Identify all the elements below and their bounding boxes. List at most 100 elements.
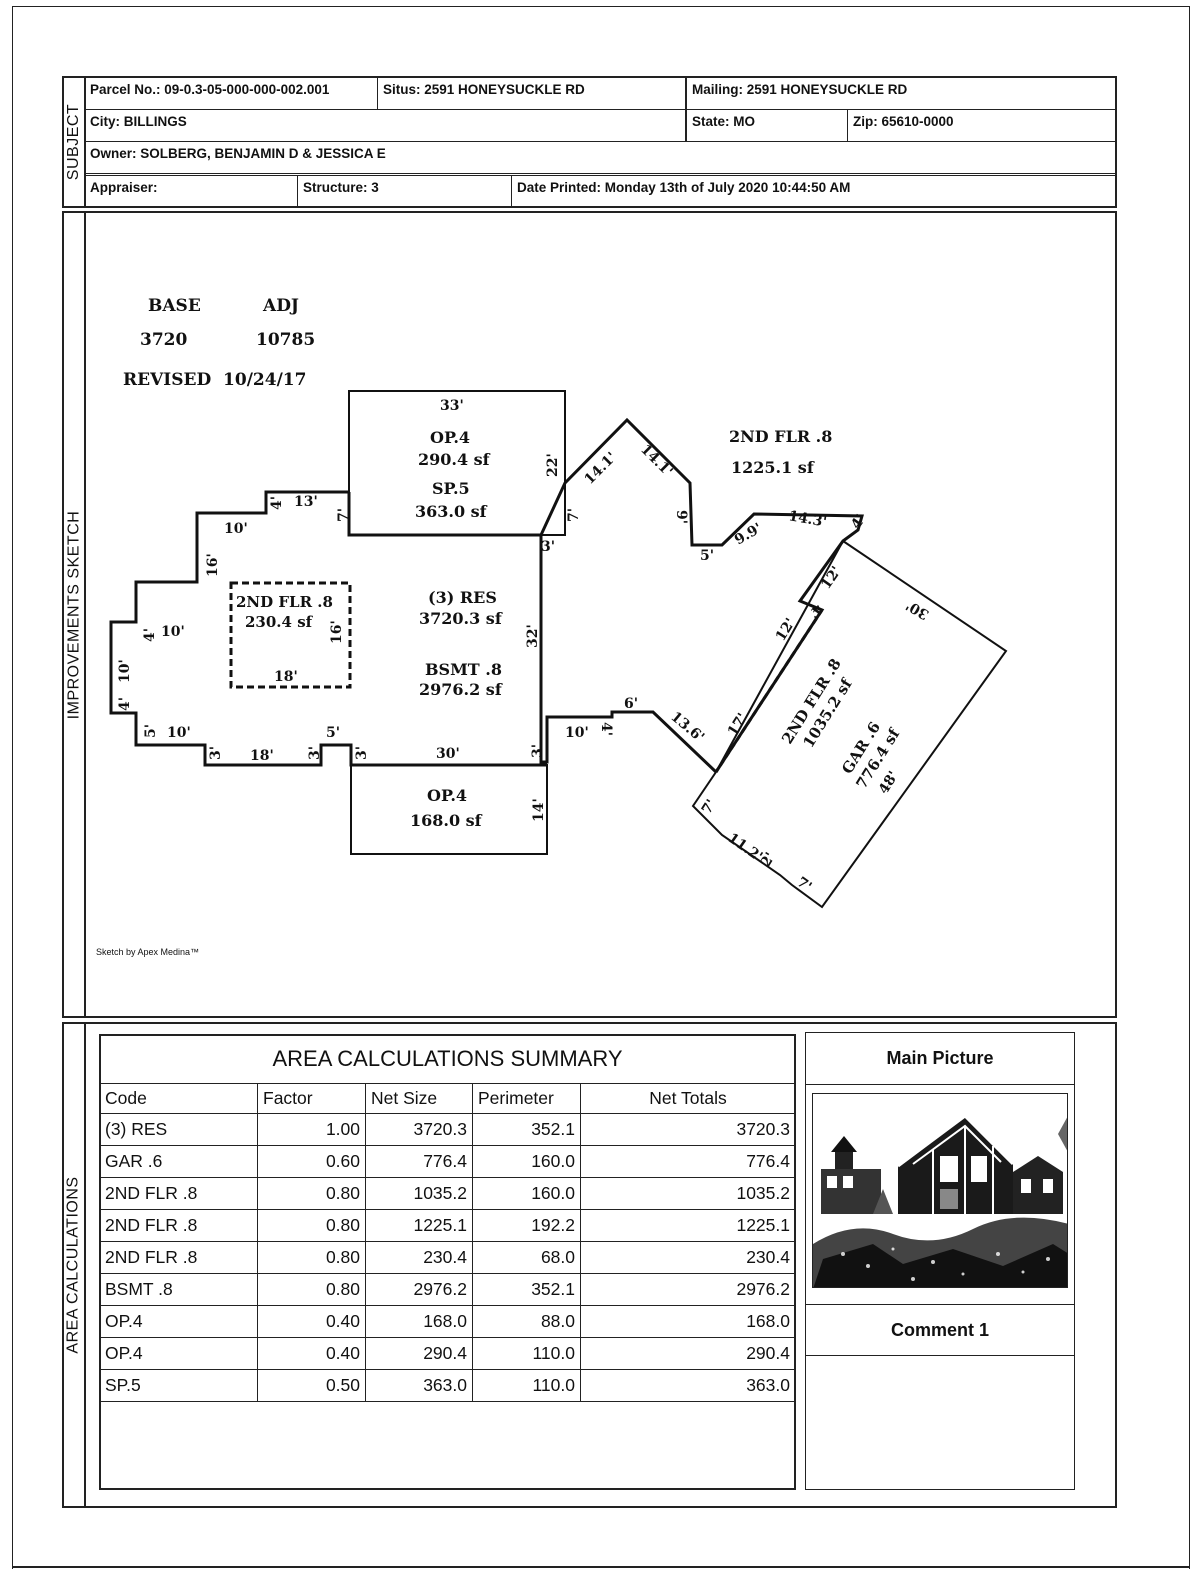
dim-label: 9.9'	[732, 520, 765, 548]
dim-label: 5'	[700, 548, 714, 564]
cell-code: OP.4	[99, 1305, 258, 1338]
main-picture-title: Main Picture	[806, 1033, 1074, 1085]
dim-label: 6'	[624, 696, 638, 712]
dim-label: 10'	[117, 659, 133, 683]
dim-label: 16'	[329, 620, 345, 644]
adj-label: ADJ	[262, 296, 299, 316]
dim-label: 3'	[307, 746, 323, 760]
sketch-section: IMPROVEMENTS SKETCH	[62, 211, 1117, 1018]
cell-factor: 0.50	[257, 1369, 366, 1402]
dim-label: 32'	[525, 624, 541, 648]
page-border	[12, 6, 1190, 1569]
area-table-title: AREA CALCULATIONS SUMMARY	[99, 1034, 796, 1084]
dim-label: 3'	[208, 746, 224, 760]
dim-label: 30'	[436, 746, 460, 762]
cell-net-total: 1035.2	[580, 1177, 796, 1210]
cell-code: 2ND FLR .8	[99, 1209, 258, 1242]
dim-label: 3'	[354, 746, 370, 760]
dim-label: 4'	[598, 722, 614, 736]
cell-net-total: 776.4	[580, 1145, 796, 1178]
dim-label: 18'	[250, 748, 274, 764]
dim-label: 13.6'	[667, 709, 707, 746]
op4-top-label: OP.4	[430, 428, 470, 447]
base-value: 3720	[140, 330, 187, 350]
main-picture-panel: Main Picture	[805, 1032, 1075, 1490]
garage-outline	[691, 539, 1008, 909]
col-header: Net Totals	[580, 1083, 796, 1114]
dim-label: 9'	[673, 510, 689, 524]
dim-label: 16'	[205, 553, 221, 577]
cell-code: (3) RES	[99, 1113, 258, 1146]
dim-label: 5'	[326, 725, 340, 741]
cell-factor: 0.80	[257, 1273, 366, 1306]
cell-net-size: 1225.1	[365, 1209, 473, 1242]
table-row: 2ND FLR .8 0.80 230.4 68.0 230.4	[99, 1241, 796, 1274]
op4-bottom-sf: 168.0 sf	[410, 811, 483, 830]
comment-label: Comment 1	[806, 1304, 1074, 1356]
cell-net-total: 168.0	[580, 1305, 796, 1338]
cell-perimeter: 110.0	[472, 1369, 581, 1402]
cell-perimeter: 68.0	[472, 1241, 581, 1274]
dim-label: 10'	[167, 725, 191, 741]
cell-factor: 1.00	[257, 1113, 366, 1146]
cell-net-size: 2976.2	[365, 1273, 473, 1306]
dim-label: 18'	[274, 669, 298, 685]
cell-factor: 0.60	[257, 1145, 366, 1178]
op-bottom-area	[350, 764, 548, 855]
page-border-bottom	[12, 1566, 1190, 1568]
res-outline-left	[109, 490, 547, 767]
dim-label: 33'	[440, 398, 464, 414]
cell-net-total: 2976.2	[580, 1273, 796, 1306]
bsmt-label: BSMT .8	[425, 660, 502, 679]
dim-label: 14.1'	[582, 449, 620, 487]
table-row: OP.4 0.40 168.0 88.0 168.0	[99, 1305, 796, 1338]
dim-label: 4'	[117, 697, 133, 711]
cell-perimeter: 160.0	[472, 1145, 581, 1178]
dim-label: 3'	[541, 539, 555, 555]
res-sf: 3720.3 sf	[419, 609, 503, 628]
flr-right-sf: 1225.1 sf	[731, 458, 815, 477]
owner-field: Owner: SOLBERG, BENJAMIN D & JESSICA E	[84, 141, 1116, 174]
table-row: SP.5 0.50 363.0 110.0 363.0	[99, 1369, 796, 1402]
cell-perimeter: 352.1	[472, 1113, 581, 1146]
cell-net-size: 230.4	[365, 1241, 473, 1274]
flr-right-label: 2ND FLR .8	[729, 427, 832, 446]
col-header: Perimeter	[472, 1083, 581, 1114]
col-header: Factor	[257, 1083, 366, 1114]
dim-label: 10'	[161, 624, 185, 640]
cell-net-size: 363.0	[365, 1369, 473, 1402]
dim-label: 3'	[530, 744, 546, 758]
revised-date: REVISED 10/24/17	[123, 370, 306, 390]
cell-code: 2ND FLR .8	[99, 1241, 258, 1274]
cell-net-total: 290.4	[580, 1337, 796, 1370]
cell-code: OP.4	[99, 1337, 258, 1370]
subject-side-label: SUBJECT	[64, 78, 86, 206]
area-calc-section: AREA CALCULATIONS	[62, 1022, 1117, 1508]
table-row: GAR .6 0.60 776.4 160.0 776.4	[99, 1145, 796, 1178]
area-calc-label: AREA CALCULATIONS	[65, 1176, 83, 1354]
table-row: OP.4 0.40 290.4 110.0 290.4	[99, 1337, 796, 1370]
area-table-header: Code Factor Net Size Perimeter Net Total…	[99, 1083, 796, 1114]
dim-label: 10'	[224, 521, 248, 537]
table-row: 2ND FLR .8 0.80 1035.2 160.0 1035.2	[99, 1177, 796, 1210]
adj-value: 10785	[256, 330, 315, 350]
dim-label: 13'	[294, 494, 318, 510]
cell-factor: 0.80	[257, 1209, 366, 1242]
dim-label: 48'	[876, 768, 902, 797]
dim-label: 4'	[142, 628, 158, 642]
house-photo	[812, 1093, 1068, 1288]
cell-net-size: 290.4	[365, 1337, 473, 1370]
col-header: Code	[99, 1083, 258, 1114]
cell-code: GAR .6	[99, 1145, 258, 1178]
col-header: Net Size	[365, 1083, 473, 1114]
sp5-sf: 363.0 sf	[415, 502, 488, 521]
cell-net-total: 3720.3	[580, 1113, 796, 1146]
cell-net-size: 776.4	[365, 1145, 473, 1178]
cell-perimeter: 192.2	[472, 1209, 581, 1242]
cell-code: SP.5	[99, 1369, 258, 1402]
cell-factor: 0.40	[257, 1305, 366, 1338]
dim-label: 4'	[269, 496, 285, 510]
area-calculations-table: AREA CALCULATIONS SUMMARY Code Factor Ne…	[99, 1034, 796, 1402]
cell-perimeter: 160.0	[472, 1177, 581, 1210]
